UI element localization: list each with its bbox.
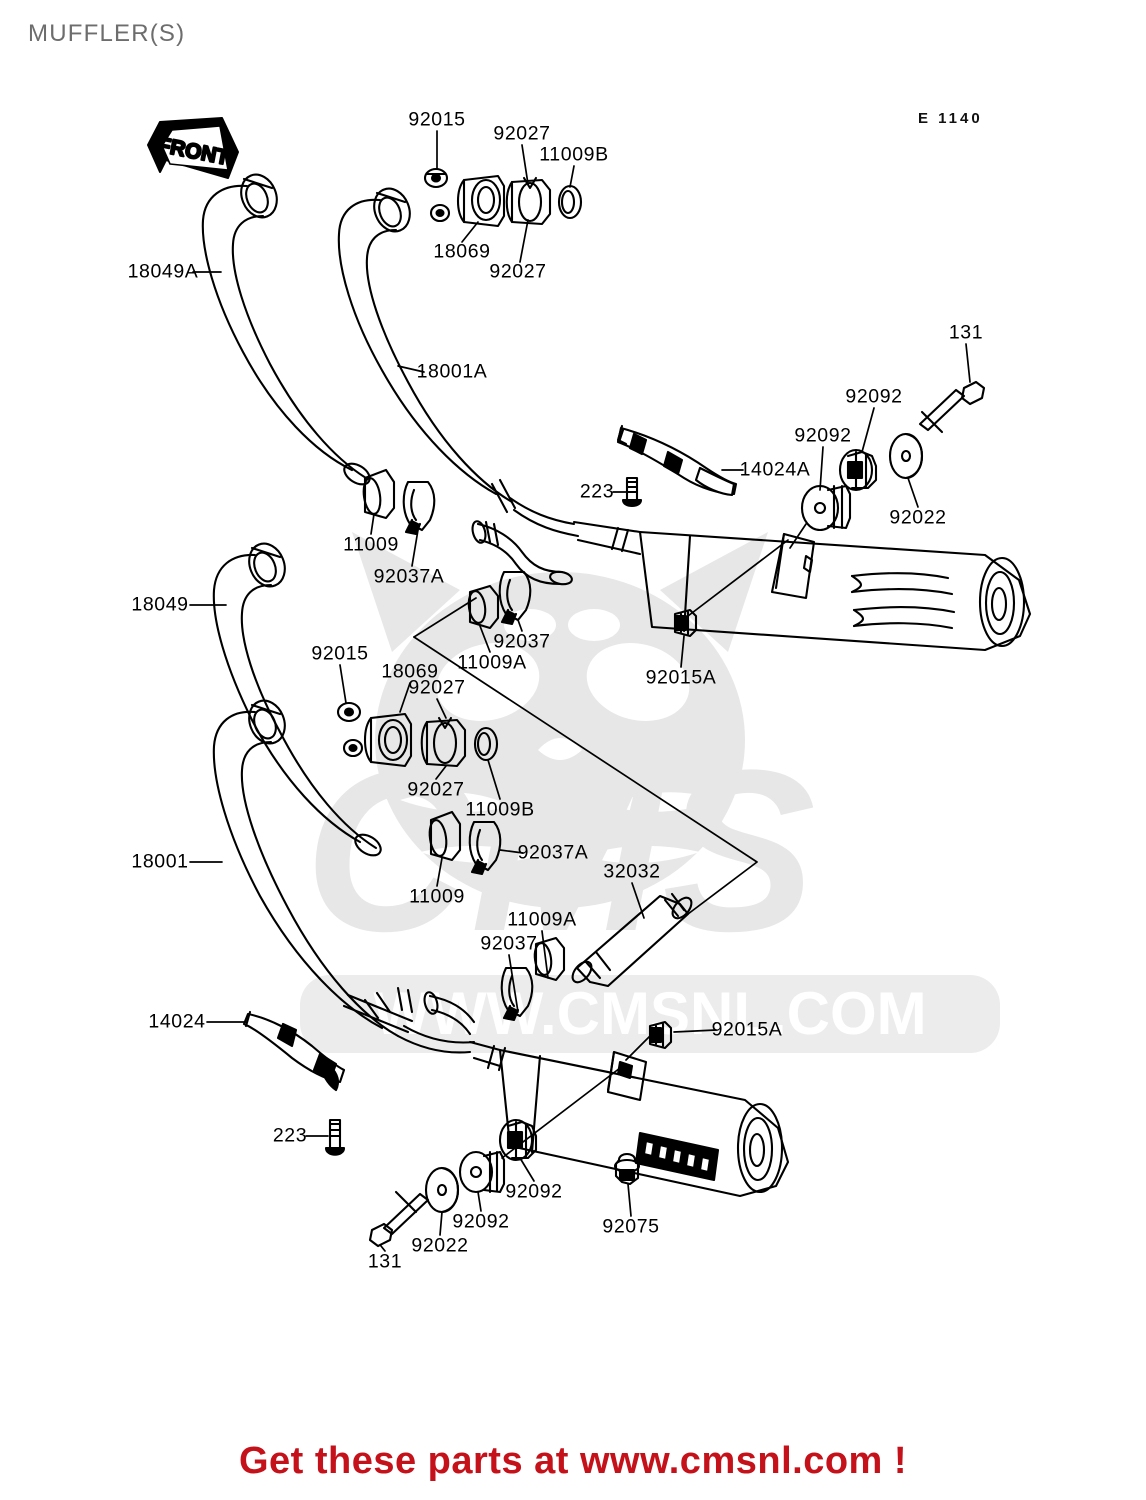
nut-92015a-upper (673, 608, 698, 638)
part-callout-92022[interactable]: 92022 (889, 506, 947, 529)
part-callout-18069[interactable]: 18069 (381, 660, 439, 683)
pipe-junction-upper (471, 520, 573, 586)
part-callout-11009[interactable]: 11009 (343, 533, 399, 556)
part-callout-92027[interactable]: 92027 (493, 122, 551, 145)
part-callout-14024a[interactable]: 14024A (739, 458, 811, 481)
part-callout-92092[interactable]: 92092 (845, 385, 903, 408)
part-callout-223[interactable]: 223 (579, 480, 615, 503)
exhaust-pipe-18049a (201, 173, 371, 486)
heat-shield-14024 (242, 1010, 346, 1092)
pipe-junction-lower (396, 986, 476, 1036)
clamp-92037a-upper (402, 480, 436, 536)
part-callout-18049[interactable]: 18049 (131, 593, 189, 616)
part-callout-11009b[interactable]: 11009B (539, 143, 609, 166)
cushion-92092-lower-left (458, 1150, 506, 1194)
gasket-11009a-upper (467, 584, 500, 630)
clamp-92037-lower (500, 966, 534, 1022)
sheet-code: E 1140 (918, 110, 983, 127)
exhaust-pipe-18001 (212, 699, 476, 1054)
part-callout-18049a[interactable]: 18049A (127, 260, 199, 283)
screw-223-lower (324, 1118, 346, 1156)
clamp-92037a-lower (468, 820, 502, 876)
leader-lines (189, 130, 971, 1252)
part-callout-11009a[interactable]: 11009A (507, 908, 577, 931)
part-callout-92092[interactable]: 92092 (505, 1180, 563, 1203)
part-callout-131[interactable]: 131 (948, 321, 984, 344)
part-callout-92037a[interactable]: 92037A (373, 565, 445, 588)
muffler-upper (572, 520, 1032, 652)
gasket-11009b-lower (473, 726, 499, 762)
cushion-92092-upper-right (838, 448, 878, 492)
part-callout-92015[interactable]: 92015 (408, 108, 466, 131)
washer-92022-lower (424, 1166, 460, 1214)
nut-92015-upper-a (423, 167, 449, 189)
clamp-92037-upper (498, 570, 532, 626)
part-callout-11009[interactable]: 11009 (409, 885, 465, 908)
part-callout-92037a[interactable]: 92037A (517, 841, 589, 864)
heat-shield-14024a (616, 424, 738, 497)
holder-18069-upper (456, 174, 506, 228)
muffler-lower (468, 1040, 790, 1198)
part-callout-92027[interactable]: 92027 (408, 676, 466, 699)
part-callout-92022[interactable]: 92022 (411, 1234, 469, 1257)
part-callout-14024[interactable]: 14024 (148, 1010, 206, 1033)
nut-92015-lower-b (342, 738, 364, 758)
cushion-92092-upper-left (800, 484, 852, 532)
part-callout-92015a[interactable]: 92015A (645, 666, 717, 689)
bolt-131-lower (368, 1190, 430, 1248)
part-callout-92037[interactable]: 92037 (480, 932, 538, 955)
footer-banner: Get these parts at www.cmsnl.com ! (238, 1440, 908, 1482)
gasket-11009-upper (362, 468, 396, 520)
part-callout-92015a[interactable]: 92015A (711, 1018, 783, 1041)
bolt-131-upper (918, 380, 986, 434)
damper-92075 (613, 1152, 641, 1186)
gasket-11009a-lower (533, 936, 566, 982)
part-callout-92075[interactable]: 92075 (602, 1215, 660, 1238)
nut-92015a-lower (648, 1020, 673, 1050)
clamp-92027-upper (505, 176, 552, 226)
exhaust-pipe-18049 (212, 542, 382, 857)
part-callout-18001[interactable]: 18001 (131, 850, 189, 873)
part-callout-11009b[interactable]: 11009B (465, 798, 535, 821)
gasket-11009-lower (428, 810, 462, 862)
nut-92015-upper-b (429, 203, 451, 223)
part-callout-18001a[interactable]: 18001A (416, 360, 488, 383)
part-callout-223[interactable]: 223 (272, 1124, 308, 1147)
gasket-11009b-upper (557, 184, 583, 220)
part-callout-92015[interactable]: 92015 (311, 642, 369, 665)
part-callout-131[interactable]: 131 (367, 1250, 403, 1273)
part-callout-92037[interactable]: 92037 (493, 630, 551, 653)
pipe-32032 (571, 892, 693, 988)
nut-92015-lower-a (336, 701, 362, 723)
clamp-92027-lower (420, 716, 467, 768)
part-callout-18069[interactable]: 18069 (433, 240, 491, 263)
front-direction-marker: FRONT (147, 117, 239, 179)
cushion-92092-lower-right (498, 1118, 538, 1162)
part-callout-92027[interactable]: 92027 (489, 260, 547, 283)
part-callout-92027[interactable]: 92027 (407, 778, 465, 801)
part-callout-11009a[interactable]: 11009A (457, 651, 527, 674)
part-callout-92092[interactable]: 92092 (794, 424, 852, 447)
washer-92022-upper (888, 432, 924, 480)
part-callout-32032[interactable]: 32032 (603, 860, 661, 883)
part-callout-92092[interactable]: 92092 (452, 1210, 510, 1233)
holder-18069-lower (363, 712, 413, 768)
diagram-artwork: CMS WWW.CMSNL.COM FRONT (147, 117, 1032, 1252)
exhaust-pipe-18001a (337, 187, 580, 538)
page-title: MUFFLER(S) (28, 20, 186, 47)
